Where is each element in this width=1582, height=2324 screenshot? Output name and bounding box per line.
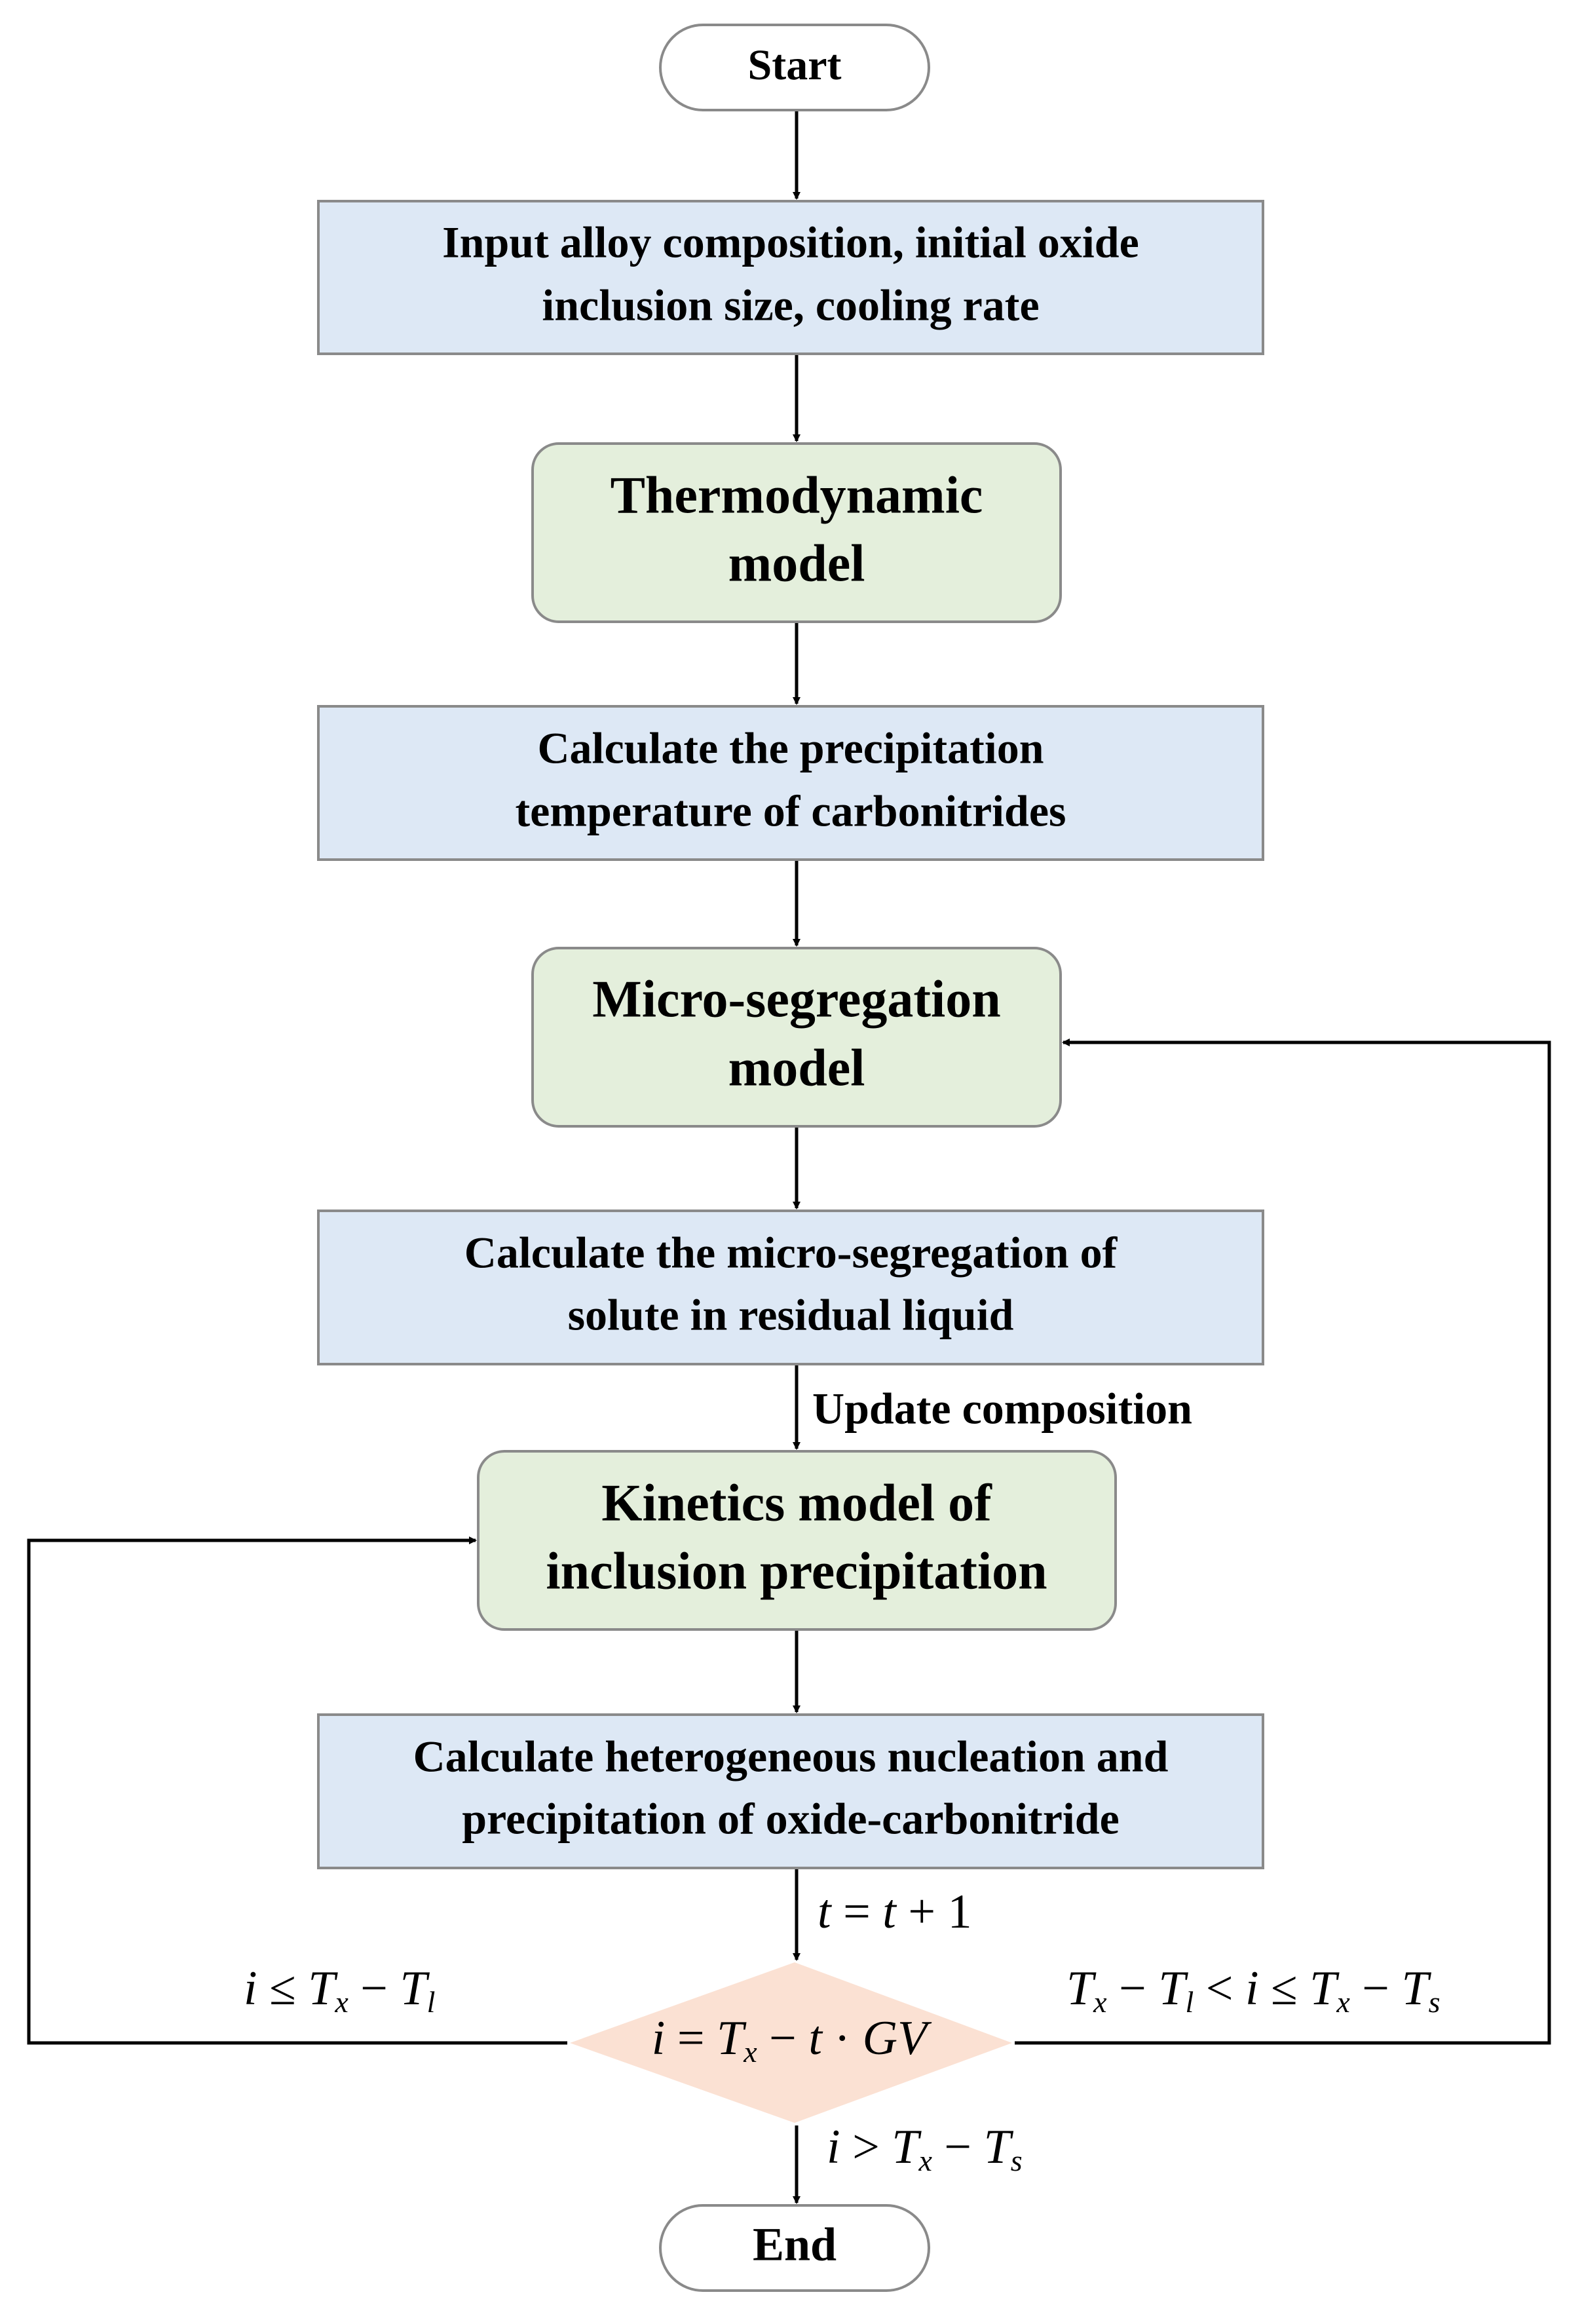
micro-segregation-model-box bbox=[531, 947, 1062, 1128]
end-node bbox=[659, 2204, 930, 2292]
left-condition-label: i ≤ Tx − Tl bbox=[244, 1962, 435, 2019]
start-label: Start bbox=[748, 41, 842, 89]
calc-micro-segregation-line2: solute in residual liquid bbox=[568, 1290, 1014, 1340]
t-update-label: t = t + 1 bbox=[818, 1885, 972, 1939]
calc-nucleation-box bbox=[317, 1713, 1264, 1869]
kinetics-line1: Kinetics model of bbox=[601, 1474, 992, 1532]
kinetics-model-box bbox=[477, 1450, 1117, 1631]
micro-segregation-line1: Micro-segregation bbox=[592, 970, 1001, 1028]
start-node bbox=[659, 24, 930, 111]
right-condition-label: Tx − Tl < i ≤ Tx − Ts bbox=[1066, 1962, 1441, 2019]
update-composition-label: Update composition bbox=[812, 1384, 1192, 1434]
decision-formula: i = Tx − t · GV bbox=[652, 2011, 932, 2068]
calc-nucleation-line2: precipitation of oxide-carbonitride bbox=[462, 1794, 1120, 1844]
connectors bbox=[27, 111, 1551, 2204]
calc-precipitation-temp-box bbox=[317, 705, 1264, 861]
kinetics-line2: inclusion precipitation bbox=[546, 1542, 1047, 1600]
loop-right-to-microseg bbox=[1015, 1038, 1551, 2045]
calc-micro-segregation-box bbox=[317, 1210, 1264, 1365]
micro-segregation-line2: model bbox=[728, 1039, 865, 1097]
calc-micro-segregation-line1: Calculate the micro-segregation of bbox=[464, 1228, 1118, 1278]
loop-left-to-kinetics bbox=[27, 1536, 567, 2045]
end-label: End bbox=[753, 2219, 837, 2271]
bottom-condition-label: i > Tx − Ts bbox=[827, 2120, 1023, 2177]
calc-precipitation-line1: Calculate the precipitation bbox=[537, 723, 1044, 773]
thermodynamic-line2: model bbox=[728, 535, 865, 592]
thermodynamic-line1: Thermodynamic bbox=[611, 467, 983, 524]
decision-diamond bbox=[570, 1962, 1012, 2123]
calc-precipitation-line2: temperature of carbonitrides bbox=[516, 786, 1066, 836]
input-line2: inclusion size, cooling rate bbox=[542, 280, 1039, 330]
calc-nucleation-line1: Calculate heterogeneous nucleation and bbox=[413, 1732, 1169, 1781]
input-box bbox=[317, 200, 1264, 355]
thermodynamic-model-box bbox=[531, 442, 1062, 623]
input-line1: Input alloy composition, initial oxide bbox=[442, 218, 1139, 267]
